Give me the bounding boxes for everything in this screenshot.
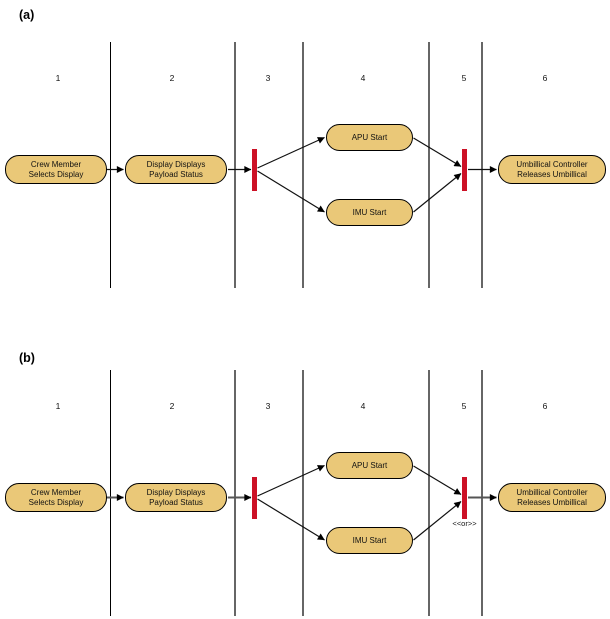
panel-b-label: (b) [19, 351, 35, 365]
swimlane-divider-2 [234, 42, 236, 288]
node-text-line: Crew Member [30, 159, 82, 169]
swimlane-divider-5 [481, 370, 483, 616]
node-text-line: Releases Umbillical [517, 169, 587, 179]
activity-node-apu-start: APU Start [326, 124, 413, 151]
activity-node-apu-start: APU Start [326, 452, 413, 479]
flow-arrows [107, 464, 497, 541]
swimlane-divider-2 [234, 370, 236, 616]
swimlane-divider-5 [481, 42, 483, 288]
swimlane-divider-3 [302, 42, 304, 288]
lane-number-3: 3 [265, 401, 271, 411]
node-text-line: Payload Status [149, 169, 203, 179]
node-text-line: APU Start [351, 460, 388, 470]
lane-number-5: 5 [461, 401, 467, 411]
activity-node-umbilical-controller: Umbillical Controller Releases Umbillica… [498, 155, 606, 184]
arrow-fork-to-imu [257, 498, 325, 541]
activity-node-display-payload-status: Display Displays Payload Status [125, 155, 227, 184]
panel-a-label: (a) [19, 8, 35, 22]
activity-node-imu-start: IMU Start [326, 527, 413, 554]
swimlane-divider-4 [428, 42, 430, 288]
lane-number-4: 4 [360, 73, 366, 83]
panel-a-activity-diagram: (a) 1 2 3 4 5 6 Crew Member [5, 8, 606, 288]
lane-number-5: 5 [461, 73, 467, 83]
join-synchronization-bar [462, 477, 467, 519]
activity-node-imu-start: IMU Start [326, 199, 413, 226]
swimlane-divider-4 [428, 370, 430, 616]
node-text-line: Selects Display [28, 497, 84, 507]
node-text-line: Releases Umbillical [517, 497, 587, 507]
arrow-apu-to-join [413, 465, 462, 496]
arrow-imu-to-join [413, 173, 462, 213]
panel-b-activity-diagram: (b) 1 2 3 4 5 6 Crew Member [0, 328, 610, 619]
activity-node-display-payload-status: Display Displays Payload Status [125, 483, 227, 512]
activity-node-crew-selects-display: Crew Member Selects Display [5, 483, 107, 512]
activity-node-umbilical-controller: Umbillical Controller Releases Umbillica… [498, 483, 606, 512]
swimlane-divider-3 [302, 370, 304, 616]
node-text-line: Payload Status [149, 497, 203, 507]
arrow-fork-to-apu [257, 136, 325, 169]
node-text-line: Display Displays [146, 159, 206, 169]
join-synchronization-bar [462, 149, 467, 191]
lane-number-1: 1 [55, 401, 61, 411]
lane-number-2: 2 [169, 73, 175, 83]
lane-number-1: 1 [55, 73, 61, 83]
swimlane-divider-1 [110, 42, 111, 288]
node-text-line: Umbillical Controller [516, 487, 588, 497]
swimlane-divider-1 [110, 370, 111, 616]
lane-number-3: 3 [265, 73, 271, 83]
or-stereotype-annotation: <<or>> [452, 519, 477, 528]
fork-synchronization-bar [252, 149, 257, 191]
node-text-line: Display Displays [146, 487, 206, 497]
node-text-line: IMU Start [352, 535, 387, 545]
arrow-apu-to-join [413, 137, 462, 168]
lane-number-4: 4 [360, 401, 366, 411]
arrow-fork-to-apu [257, 464, 325, 497]
fork-synchronization-bar [252, 477, 257, 519]
activity-node-crew-selects-display: Crew Member Selects Display [5, 155, 107, 184]
lane-number-6: 6 [542, 73, 548, 83]
node-text-line: Selects Display [28, 169, 84, 179]
arrow-fork-to-imu [257, 170, 325, 213]
node-text-line: Umbillical Controller [516, 159, 588, 169]
lane-number-6: 6 [542, 401, 548, 411]
lane-number-2: 2 [169, 401, 175, 411]
node-text-line: Crew Member [30, 487, 82, 497]
node-text-line: IMU Start [352, 207, 387, 217]
node-text-line: APU Start [351, 132, 388, 142]
